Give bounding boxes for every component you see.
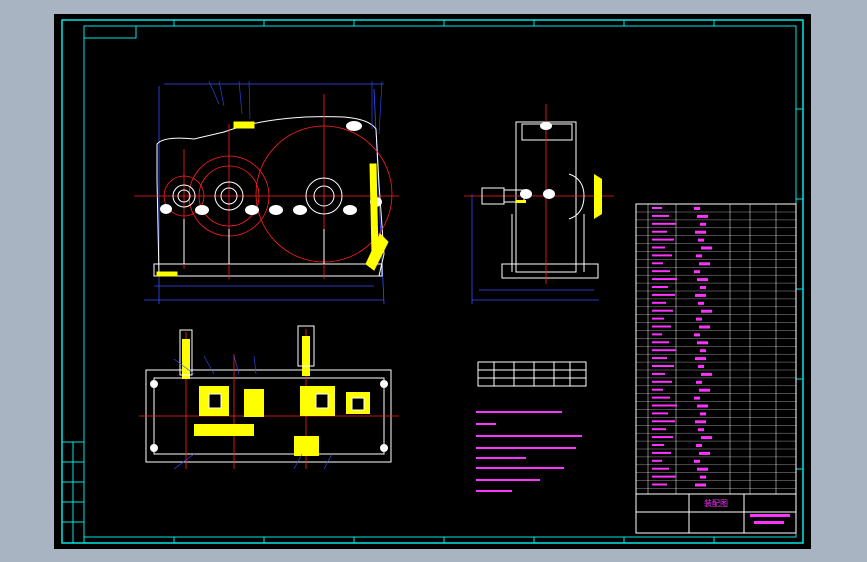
parts-list [635, 203, 797, 495]
technical-requirements [476, 411, 582, 492]
title-block: 装配图 [635, 493, 797, 534]
gear-parameters-table [477, 361, 587, 387]
code-box [83, 25, 137, 39]
title-block-title: 装配图 [704, 498, 728, 508]
zone-ticks-top [173, 20, 803, 543]
binding-strip [61, 441, 85, 544]
top-view[interactable] [139, 325, 399, 470]
side-view[interactable] [464, 104, 614, 304]
front-view[interactable] [134, 80, 399, 305]
inner-border [83, 25, 797, 538]
drawing-canvas[interactable]: 装配图 [54, 14, 811, 549]
drawing-svg: 装配图 [61, 19, 804, 544]
drawing-border [61, 19, 804, 544]
